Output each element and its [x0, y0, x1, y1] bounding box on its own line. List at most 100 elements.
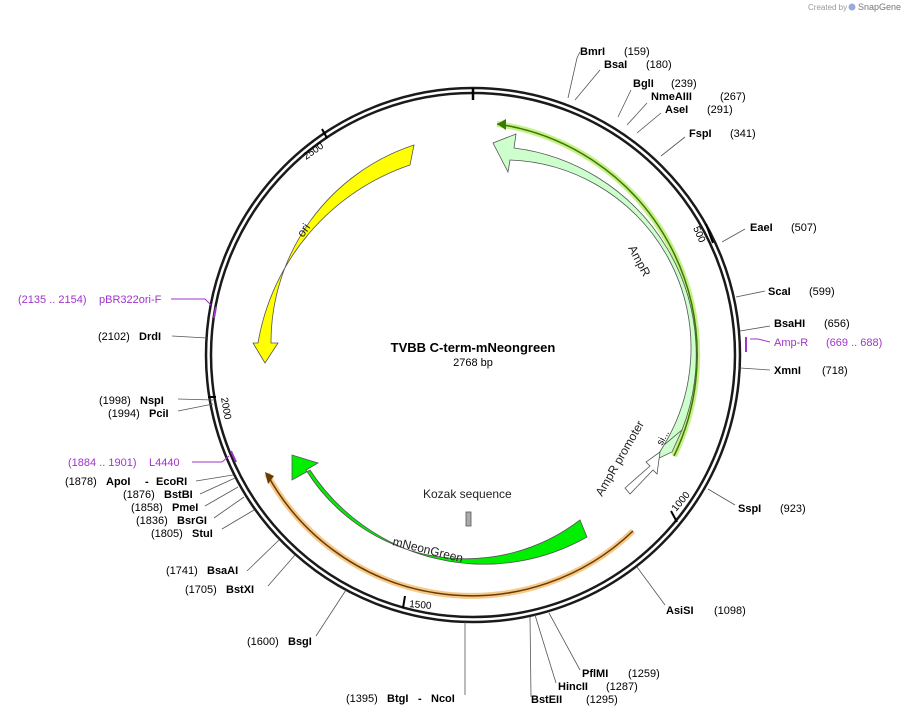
site-sspi[interactable]: SspI (923): [738, 503, 806, 515]
primer-leader: [192, 455, 230, 463]
site-name: DrdI: [139, 331, 161, 343]
site-bsaai[interactable]: (1741) BsaAI: [166, 565, 238, 577]
site-position: (267): [720, 91, 746, 103]
site-hincii[interactable]: HincII (1287): [558, 681, 638, 693]
site-name: XmnI: [774, 365, 801, 377]
kozak-label: Kozak sequence: [423, 487, 512, 501]
site-position: (239): [671, 78, 697, 90]
site-bsrgi[interactable]: (1836) BsrGI: [136, 515, 207, 527]
site-position: (1858): [131, 502, 163, 514]
primer-leader: [750, 338, 771, 343]
site-position: (1395): [346, 693, 378, 705]
site-position: (1998): [99, 395, 131, 407]
ori-feature[interactable]: [252, 144, 415, 364]
site-bsai[interactable]: BsaI (180): [604, 59, 672, 71]
primer-amp-r[interactable]: Amp-R (669 .. 688): [745, 337, 882, 352]
primer-mark: [213, 306, 217, 319]
site-drdi[interactable]: (2102) DrdI: [98, 331, 161, 343]
site-name: EaeI: [750, 222, 773, 234]
site-position: (1098): [714, 605, 746, 617]
primer-mark: [230, 450, 237, 463]
ampr-promoter-label: AmpR promoter: [592, 418, 646, 498]
ruler-tick-2500: [321, 128, 328, 139]
site-asei[interactable]: AseI (291): [665, 104, 733, 116]
site-leaders: [171, 51, 771, 698]
restriction-sites: BmrI (159) BsaI (180) BglI (239) NmeAIII…: [65, 46, 850, 706]
site-xmni[interactable]: XmnI (718): [774, 365, 848, 377]
site-scai[interactable]: ScaI (599): [768, 286, 835, 298]
ampr-label: AmpR: [625, 243, 653, 279]
primer-range: (1884 .. 1901): [68, 457, 137, 469]
site-bstbi[interactable]: (1876) BstBI: [123, 489, 193, 501]
site-pflmi[interactable]: PflMI (1259): [582, 668, 660, 680]
site-eaei[interactable]: EaeI (507): [750, 222, 817, 234]
site-name-second: NcoI: [431, 693, 455, 705]
ampr-orf-line: [496, 123, 698, 457]
site-position: (1600): [247, 636, 279, 648]
site-bgli[interactable]: BglI (239): [633, 78, 697, 90]
neon-orf-line: [266, 473, 634, 597]
ruler-label-1500: 1500: [409, 599, 433, 612]
site-name: AseI: [665, 104, 688, 116]
site-bsteii[interactable]: BstEII (1295): [531, 694, 618, 706]
site-bmri[interactable]: BmrI (159): [580, 46, 650, 58]
kozak-feature[interactable]: [465, 511, 472, 527]
site-separator: -: [145, 476, 149, 488]
snapgene-logo-icon: [848, 3, 856, 11]
ampr-feature[interactable]: [492, 133, 697, 446]
site-stui[interactable]: (1805) StuI: [151, 528, 213, 540]
ampr-orf-arrow-icon: [497, 119, 506, 130]
ruler-tick-500: [705, 223, 714, 244]
site-name: BsaI: [604, 59, 627, 71]
site-name: BglI: [633, 78, 654, 90]
site-name-second: EcoRI: [156, 476, 187, 488]
site-name: NspI: [140, 395, 164, 407]
primer-name: Amp-R: [774, 337, 808, 349]
primer-pbr322ori-f[interactable]: (2135 .. 2154) pBR322ori-F: [18, 294, 217, 319]
site-name: FspI: [689, 128, 712, 140]
site-position: (507): [791, 222, 817, 234]
site-apoi-ecori[interactable]: (1878) ApoI - EcoRI: [65, 476, 187, 488]
ruler-label-2500: 2500: [301, 140, 326, 162]
site-name: BmrI: [580, 46, 605, 58]
site-bsgi[interactable]: (1600) BsgI: [247, 636, 312, 648]
site-bsahi[interactable]: BsaHI (656): [774, 318, 850, 330]
site-name: PflMI: [582, 668, 608, 680]
site-name: BsrGI: [177, 515, 207, 527]
site-position: (1295): [586, 694, 618, 706]
site-position: (1741): [166, 565, 198, 577]
primer-name: L4440: [149, 457, 180, 469]
site-name: BtgI: [387, 693, 408, 705]
site-asisi[interactable]: AsiSI (1098): [666, 605, 746, 617]
primer-l4440[interactable]: (1884 .. 1901) L4440: [68, 450, 237, 469]
site-nspi[interactable]: (1998) NspI: [99, 395, 164, 407]
site-bstxi[interactable]: (1705) BstXI: [185, 584, 254, 596]
site-nmeaiii[interactable]: NmeAIII (267): [651, 91, 746, 103]
site-position: (599): [809, 286, 835, 298]
backbone: [204, 86, 742, 624]
site-position: (923): [780, 503, 806, 515]
site-position: (718): [822, 365, 848, 377]
ruler-tick-1000: [670, 510, 678, 523]
site-separator: -: [418, 693, 422, 705]
site-position: (1994): [108, 408, 140, 420]
site-name: ScaI: [768, 286, 791, 298]
site-position: (180): [646, 59, 672, 71]
site-name: BstEII: [531, 694, 562, 706]
site-name: BsaAI: [207, 565, 238, 577]
site-position: (1805): [151, 528, 183, 540]
site-pmei[interactable]: (1858) PmeI: [131, 502, 198, 514]
site-position: (1876): [123, 489, 155, 501]
mneongreen-feature[interactable]: [291, 454, 588, 565]
site-name: ApoI: [106, 476, 130, 488]
site-position: (1259): [628, 668, 660, 680]
site-name: PmeI: [172, 502, 198, 514]
site-name: BstXI: [226, 584, 254, 596]
ampr-promoter-feature[interactable]: [624, 451, 661, 495]
site-position: (1878): [65, 476, 97, 488]
site-btgi-ncoi[interactable]: (1395) BtgI - NcoI: [346, 693, 455, 705]
site-name: HincII: [558, 681, 588, 693]
site-fspi[interactable]: FspI (341): [689, 128, 756, 140]
site-pcii[interactable]: (1994) PciI: [108, 408, 169, 420]
